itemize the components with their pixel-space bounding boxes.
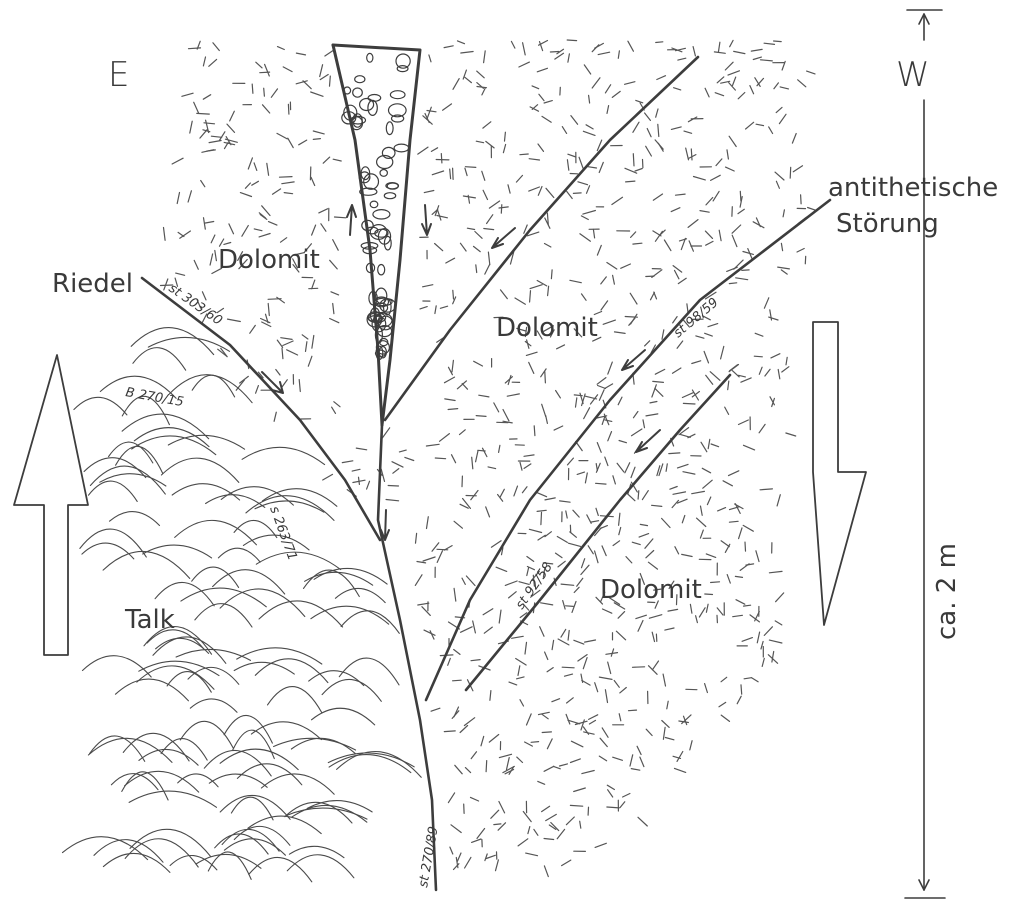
scale-label: ca. 2 m [932, 543, 962, 640]
antithetic-fault-middle [426, 200, 830, 700]
dolomit-label-2: Dolomit [496, 313, 598, 343]
antithetic-label-line1: antithetische [828, 173, 998, 203]
antithetic-label-line2: Störung [836, 209, 939, 239]
antithetic-upper-measurement: st 98/59 [671, 295, 722, 341]
main-fault-line [378, 425, 436, 890]
east-label: E [108, 55, 129, 95]
riedel-label: Riedel [52, 269, 133, 299]
breccia-zone [333, 45, 420, 425]
talk-label: Talk [124, 605, 175, 635]
down-arrow-icon [813, 322, 866, 625]
main-fault-measurement: st 270/89 [416, 825, 441, 888]
foliation-measurement: s 263/71 [266, 504, 299, 562]
dolomite-texture [161, 40, 818, 877]
up-arrow-icon [14, 355, 88, 655]
riedel-measurement: st 303/60 [166, 281, 225, 329]
slip-arrows [262, 205, 660, 540]
west-label: W [896, 55, 930, 95]
dolomit-label-3: Dolomit [600, 575, 702, 605]
talc-foliation-texture [63, 328, 422, 882]
lineation-measurement: B 270/15 [124, 385, 185, 410]
scale-bar-icon [905, 10, 945, 898]
dolomit-label-1: Dolomit [218, 245, 320, 275]
